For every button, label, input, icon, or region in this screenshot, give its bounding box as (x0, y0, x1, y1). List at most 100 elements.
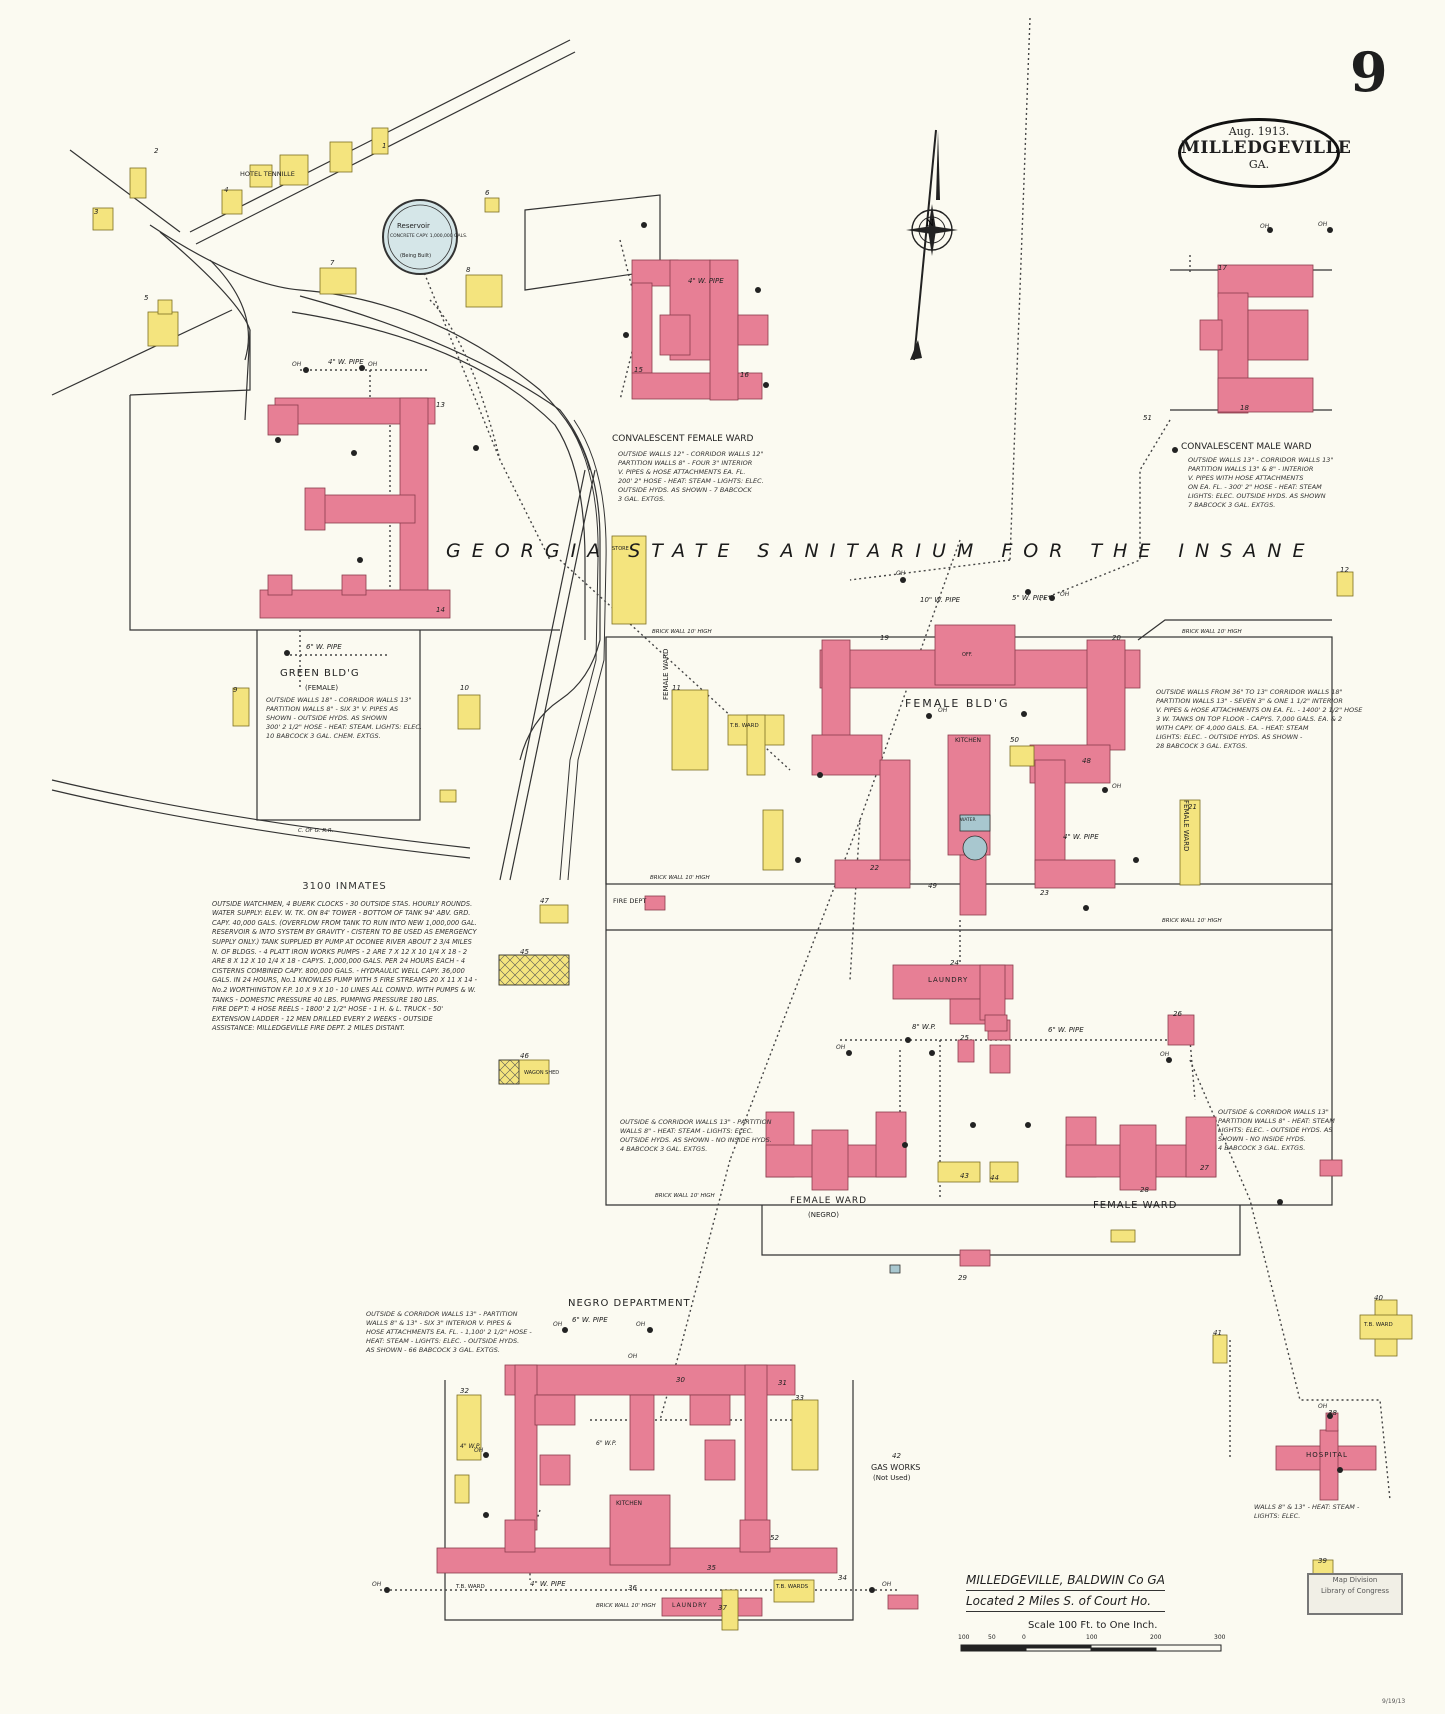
scale-tick-1: 50 (988, 1634, 996, 1641)
building-number: 9 (233, 686, 238, 694)
stamp-line-1: Map Division (1332, 1576, 1378, 1584)
signature: 9/19/13 (1382, 1698, 1406, 1705)
building-number: 14 (436, 606, 445, 614)
building-number: 10 (460, 684, 469, 692)
svg-text:N: N (926, 219, 934, 229)
female-ward-right-notes: OUTSIDE & CORRIDOR WALLS 13" PARTITION W… (1218, 1108, 1335, 1152)
hospital-label: HOSPITAL (1306, 1451, 1348, 1459)
building-number: 1 (382, 142, 386, 150)
female-bldg-notes: OUTSIDE WALLS FROM 36" TO 13" CORRIDOR W… (1156, 688, 1363, 750)
wagon-shed-label: WAGON SHED (524, 1070, 560, 1076)
building-number: 4 (224, 186, 228, 194)
library-stamp: Map Division Library of Congress (1307, 1573, 1403, 1615)
hospital-notes: WALLS 8" & 13" - HEAT: STEAM - LIGHTS: E… (1254, 1503, 1360, 1520)
pipe-label-4w-b: 4" W. PIPE (688, 277, 724, 285)
green-bldg-sublabel: (FEMALE) (305, 684, 339, 692)
sheet-number: 9 (1350, 40, 1388, 104)
building-number: 39 (1318, 1557, 1327, 1565)
hydrant-label: OH (372, 1581, 382, 1588)
building-number: 29 (958, 1274, 967, 1282)
pipe-label-4wp: 4" W.P. (460, 1443, 481, 1450)
railroad-label: C. OF G. R.R. (298, 828, 334, 834)
pipe-label-4w-c: 4" W. PIPE (1063, 833, 1099, 841)
building-number: 8 (466, 266, 471, 274)
store-label: STORE (612, 546, 629, 552)
scale-tick-0: 100 (958, 1634, 970, 1641)
brick-wall-label-e: BRICK WALL 10' HIGH (655, 1193, 715, 1199)
building-number: 26 (1173, 1010, 1182, 1018)
scale-bar (960, 1644, 1222, 1652)
pipe-label-6w-b: 6" W. PIPE (572, 1316, 608, 1324)
inmates-notes: 3100 INMATES OUTSIDE WATCHMEN, 4 BUERK C… (212, 882, 477, 1034)
negro-female-notes: OUTSIDE & CORRIDOR WALLS 13" - PARTITION… (620, 1118, 772, 1153)
building-number: 51 (1143, 414, 1152, 422)
building-number: 52 (770, 1534, 779, 1542)
hydrant-label: OH (1260, 223, 1270, 230)
conv-male-notes: OUTSIDE WALLS 13" - CORRIDOR WALLS 13" P… (1188, 456, 1334, 509)
green-bldg-notes: OUTSIDE WALLS 18" - CORRIDOR WALLS 13" P… (266, 696, 422, 740)
inmates-heading: 3100 INMATES (302, 881, 387, 892)
compass-rose-icon: N (906, 129, 958, 361)
building-number: 49 (928, 882, 937, 890)
water-label: WATER (960, 818, 976, 823)
building-number: 3 (94, 208, 98, 216)
building-number: 20 (1112, 634, 1121, 642)
conv-female-notes: OUTSIDE WALLS 12" - CORRIDOR WALLS 12" P… (618, 450, 764, 503)
scale-text: Scale 100 Ft. to One Inch. (1028, 1620, 1158, 1631)
conv-female-label: CONVALESCENT FEMALE WARD (612, 434, 754, 444)
building-number: 16 (740, 371, 749, 379)
building-number: 15 (634, 366, 643, 374)
tb-ward-4-label: T.B. WARD (456, 1584, 485, 1590)
building-number: 28 (1140, 1186, 1149, 1194)
tb-ward-1-label: T.B. WARD (730, 723, 759, 729)
pipe-label-8w: 8" W.P. (912, 1023, 936, 1031)
hydrant-label: OH (474, 1447, 484, 1454)
building-number: 42 (892, 1452, 901, 1460)
building-number: 22 (870, 864, 879, 872)
building-number: 35 (707, 1564, 716, 1572)
building-number: 23 (1040, 889, 1049, 897)
hydrant-label: OH (1318, 1403, 1328, 1410)
brick-wall-label-f: BRICK WALL 10' HIGH (596, 1603, 656, 1609)
building-number: 32 (460, 1387, 469, 1395)
building-number: 5 (144, 294, 149, 302)
location-note: MILLEDGEVILLE, BALDWIN Co GA Located 2 M… (966, 1570, 1165, 1612)
building-number: 44 (990, 1174, 999, 1182)
building-number: 17 (1218, 264, 1227, 272)
map-date: Aug. 1913. (1228, 125, 1290, 138)
brick-buildings (259, 259, 1377, 1617)
building-number: 27 (1200, 1164, 1209, 1172)
kitchen-label: KITCHEN (955, 737, 981, 744)
brick-wall-label-d: BRICK WALL 10' HIGH (1162, 918, 1222, 924)
kitchen-lower-label: KITCHEN (616, 1500, 642, 1507)
building-number: 43 (960, 1172, 969, 1180)
female-ward-lower-label: FEMALE WARD (1093, 1200, 1178, 1211)
fire-dept-notes: FIRE DEP'T: 4 HOSE REELS - 1800' 2 1/2" … (212, 1005, 444, 1033)
institution-title: GEORGIA STATE SANITARIUM FOR THE INSANE (446, 540, 1316, 562)
building-number: 31 (778, 1379, 787, 1387)
hydrant-label: OH (628, 1353, 638, 1360)
building-number: 13 (436, 401, 445, 409)
building-number: 38 (1328, 1409, 1337, 1417)
brick-wall-label-c: BRICK WALL 10' HIGH (650, 875, 710, 881)
building-number: 12 (1340, 566, 1349, 574)
scale-tick-3: 100 (1086, 1634, 1098, 1641)
gas-works-label: GAS WORKS (871, 1463, 921, 1472)
negro-female-ward-label: FEMALE WARD (790, 1196, 868, 1206)
brick-wall-label-b: BRICK WALL 10' HIGH (1182, 629, 1242, 635)
building-number: 34 (838, 1574, 847, 1582)
building-number: 11 (672, 684, 681, 692)
hydrant-label: OH (938, 707, 948, 714)
hydrant-label: OH (1112, 783, 1122, 790)
laundry-label: LAUNDRY (928, 976, 969, 984)
hydrant-label: OH (368, 361, 378, 368)
hydrants (275, 222, 1343, 1593)
building-number: 50 (1010, 736, 1019, 744)
hydrant-label: OH (636, 1321, 646, 1328)
building-number: 33 (795, 1394, 804, 1402)
building-number: 36 (628, 1584, 637, 1592)
negro-female-ward-sublabel: (NEGRO) (808, 1211, 839, 1219)
negro-dept-notes: OUTSIDE & CORRIDOR WALLS 13" - PARTITION… (366, 1310, 532, 1354)
pipe-label-6w-c: 6" W. PIPE (1048, 1026, 1084, 1034)
female-ward-left-label: FEMALE WARD (662, 648, 670, 700)
